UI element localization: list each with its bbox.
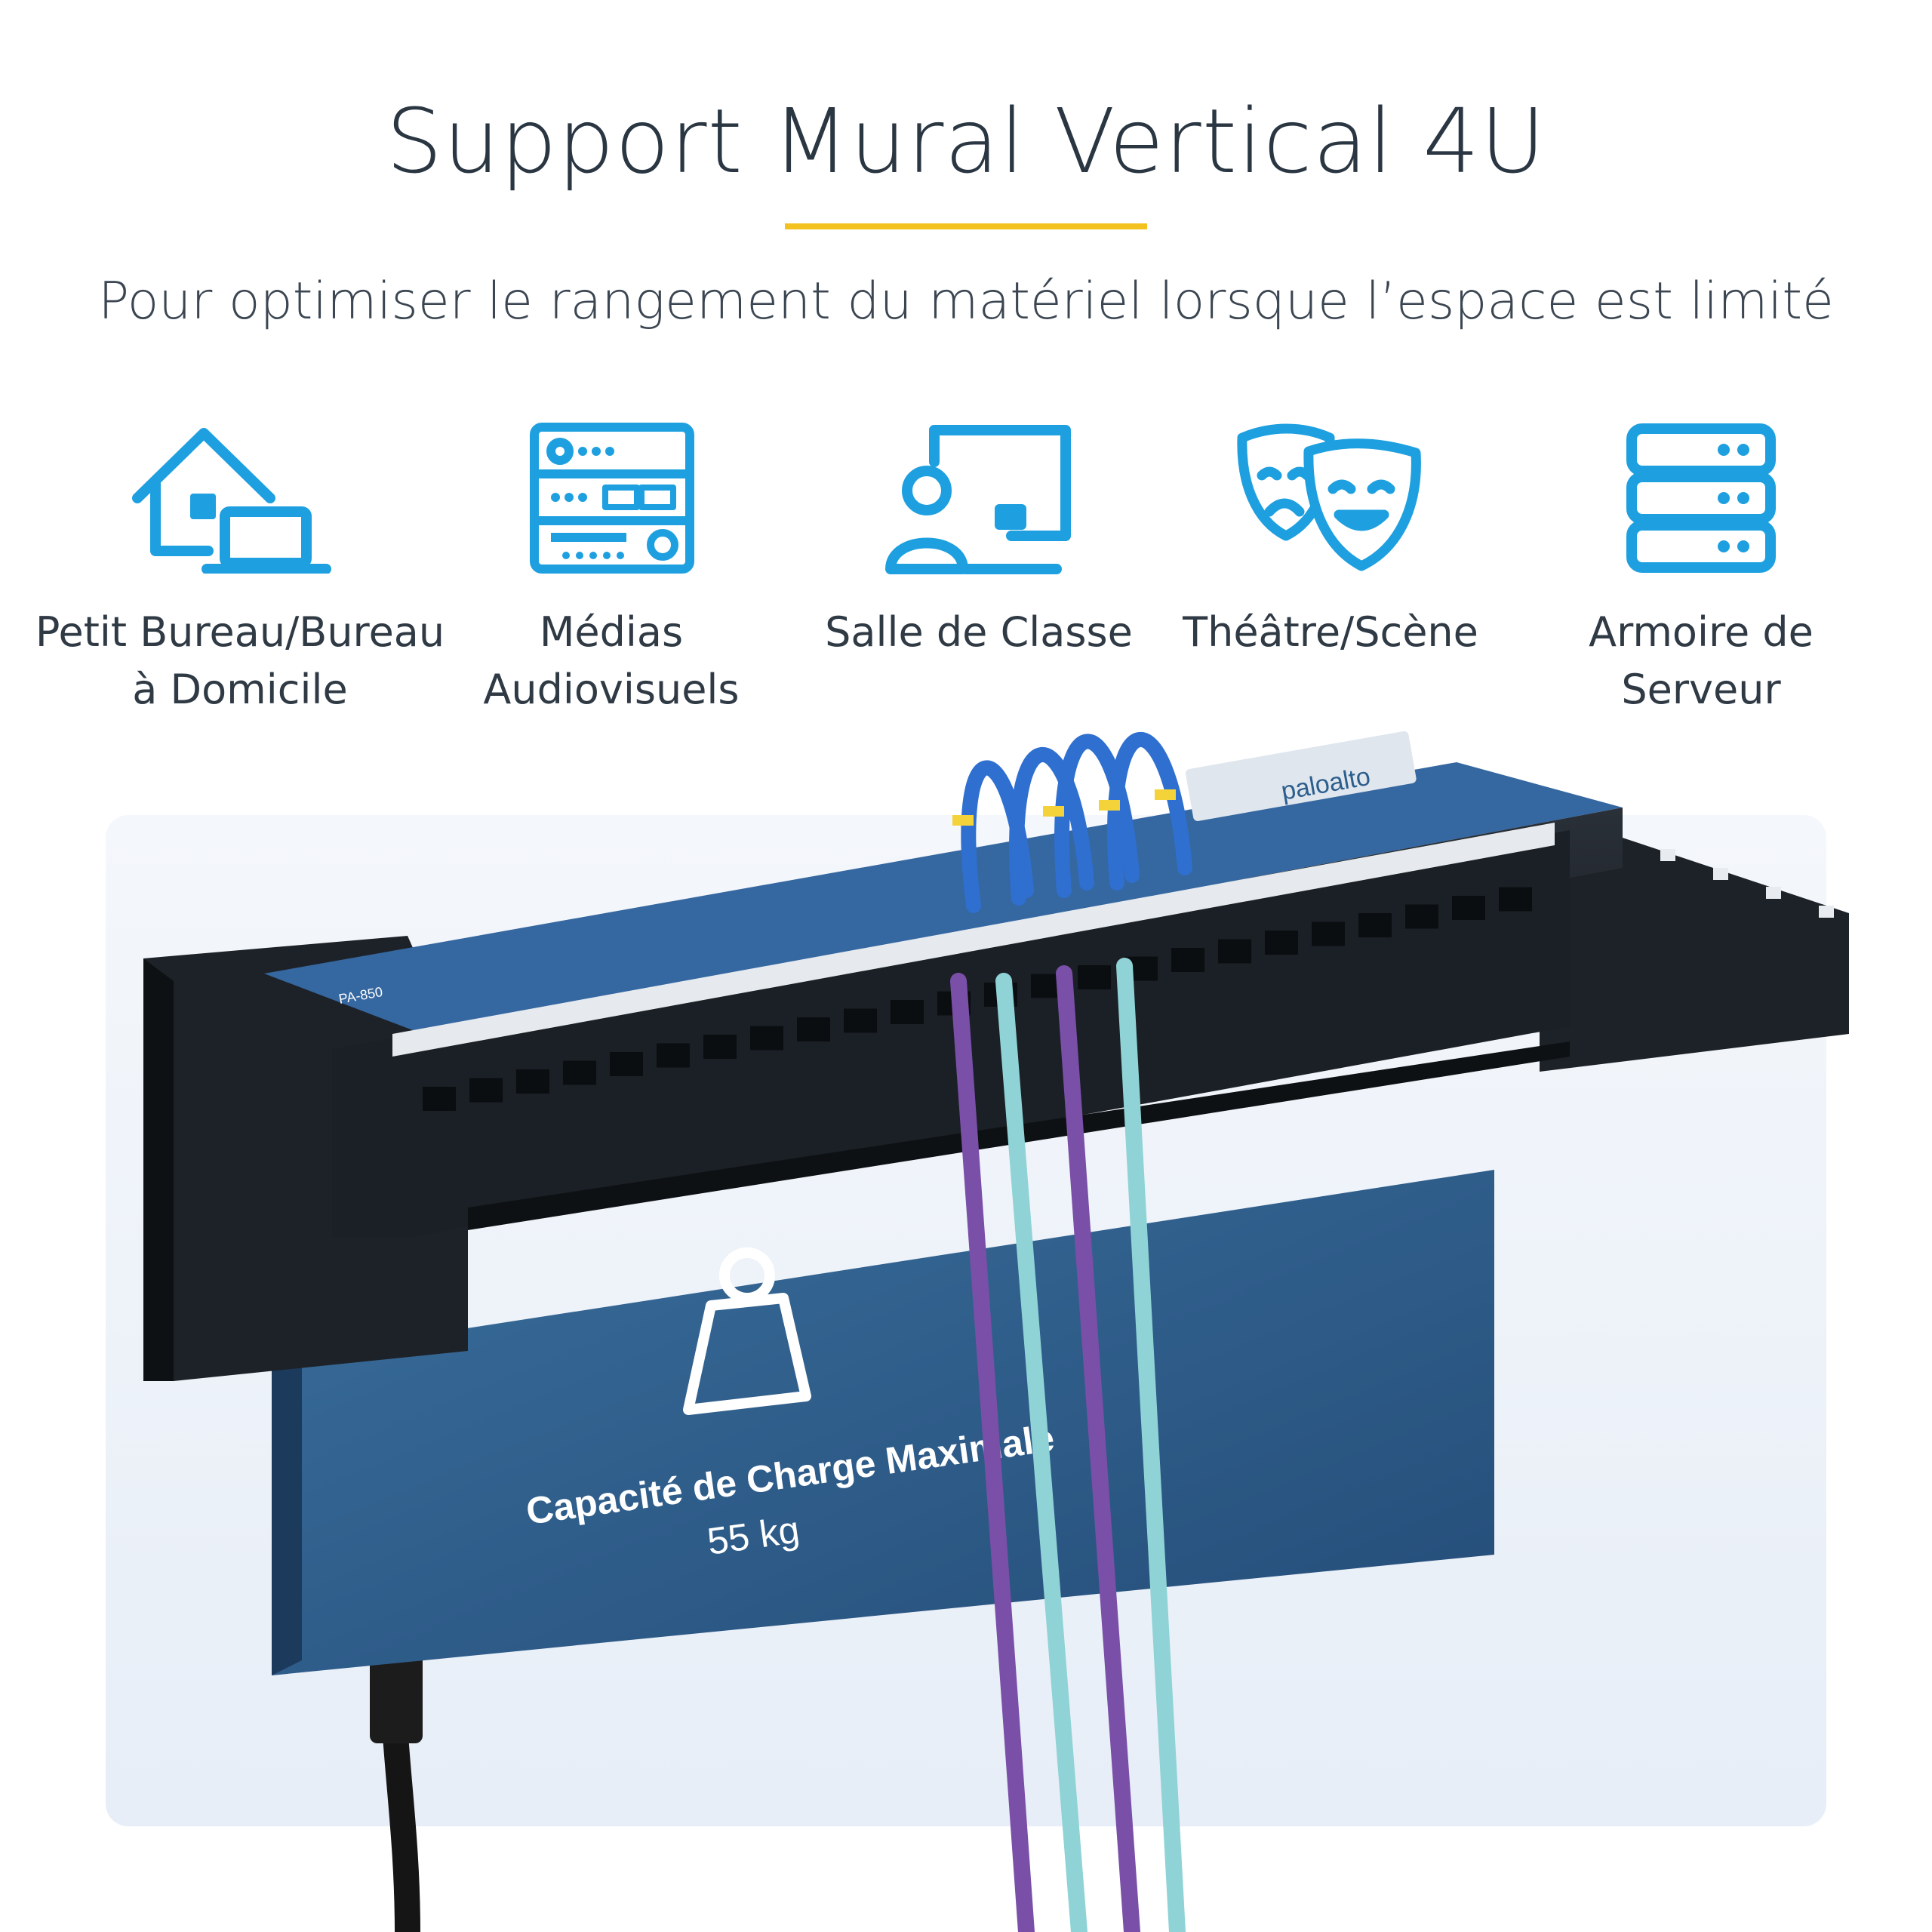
patch-port (1312, 921, 1345, 946)
patch-port (844, 1008, 877, 1033)
classroom-icon (885, 425, 1071, 574)
server-rack-icon (1626, 423, 1776, 573)
patch-port (1218, 939, 1251, 964)
patch-port (1078, 965, 1111, 989)
network-cables (950, 732, 1192, 1932)
patch-port (703, 1035, 737, 1059)
patch-port (610, 1052, 643, 1076)
patch-port (516, 1069, 549, 1094)
patch-port (563, 1060, 596, 1085)
rack-bracket-right (1540, 830, 1849, 1072)
feature-label-server-rack: Armoire de Serveur (1589, 608, 1814, 713)
weight-icon (683, 1247, 811, 1415)
patch-port (469, 1078, 503, 1103)
network-device-body (272, 1170, 1494, 1675)
page-subtitle: Pour optimiser le rangement du matériel … (98, 272, 1834, 331)
patch-port (1405, 904, 1438, 929)
feature-label-classroom: Salle de Classe (825, 608, 1133, 656)
patch-port (1499, 887, 1532, 912)
patch-port (1358, 913, 1392, 937)
av-media-icon (530, 423, 694, 574)
title-accent-line (785, 223, 1147, 229)
home-office-icon (132, 428, 331, 574)
patch-port (1171, 948, 1204, 972)
feature-label-home-office: Petit Bureau/Bureau à Domicile (35, 608, 445, 713)
patch-port (1452, 896, 1485, 920)
page-title: Support Mural Vertical 4U (386, 89, 1546, 193)
patch-port (1265, 931, 1298, 955)
theatre-masks-icon (1237, 423, 1421, 571)
patch-port (797, 1017, 830, 1041)
patch-port (657, 1043, 690, 1068)
feature-label-theatre: Théâtre/Scène (1183, 608, 1478, 656)
feature-label-av-media: Médias Audiovisuels (483, 608, 740, 713)
power-cord (370, 1653, 423, 1932)
patch-port (423, 1087, 456, 1111)
patch-port (750, 1026, 783, 1051)
patch-port (891, 1000, 924, 1024)
